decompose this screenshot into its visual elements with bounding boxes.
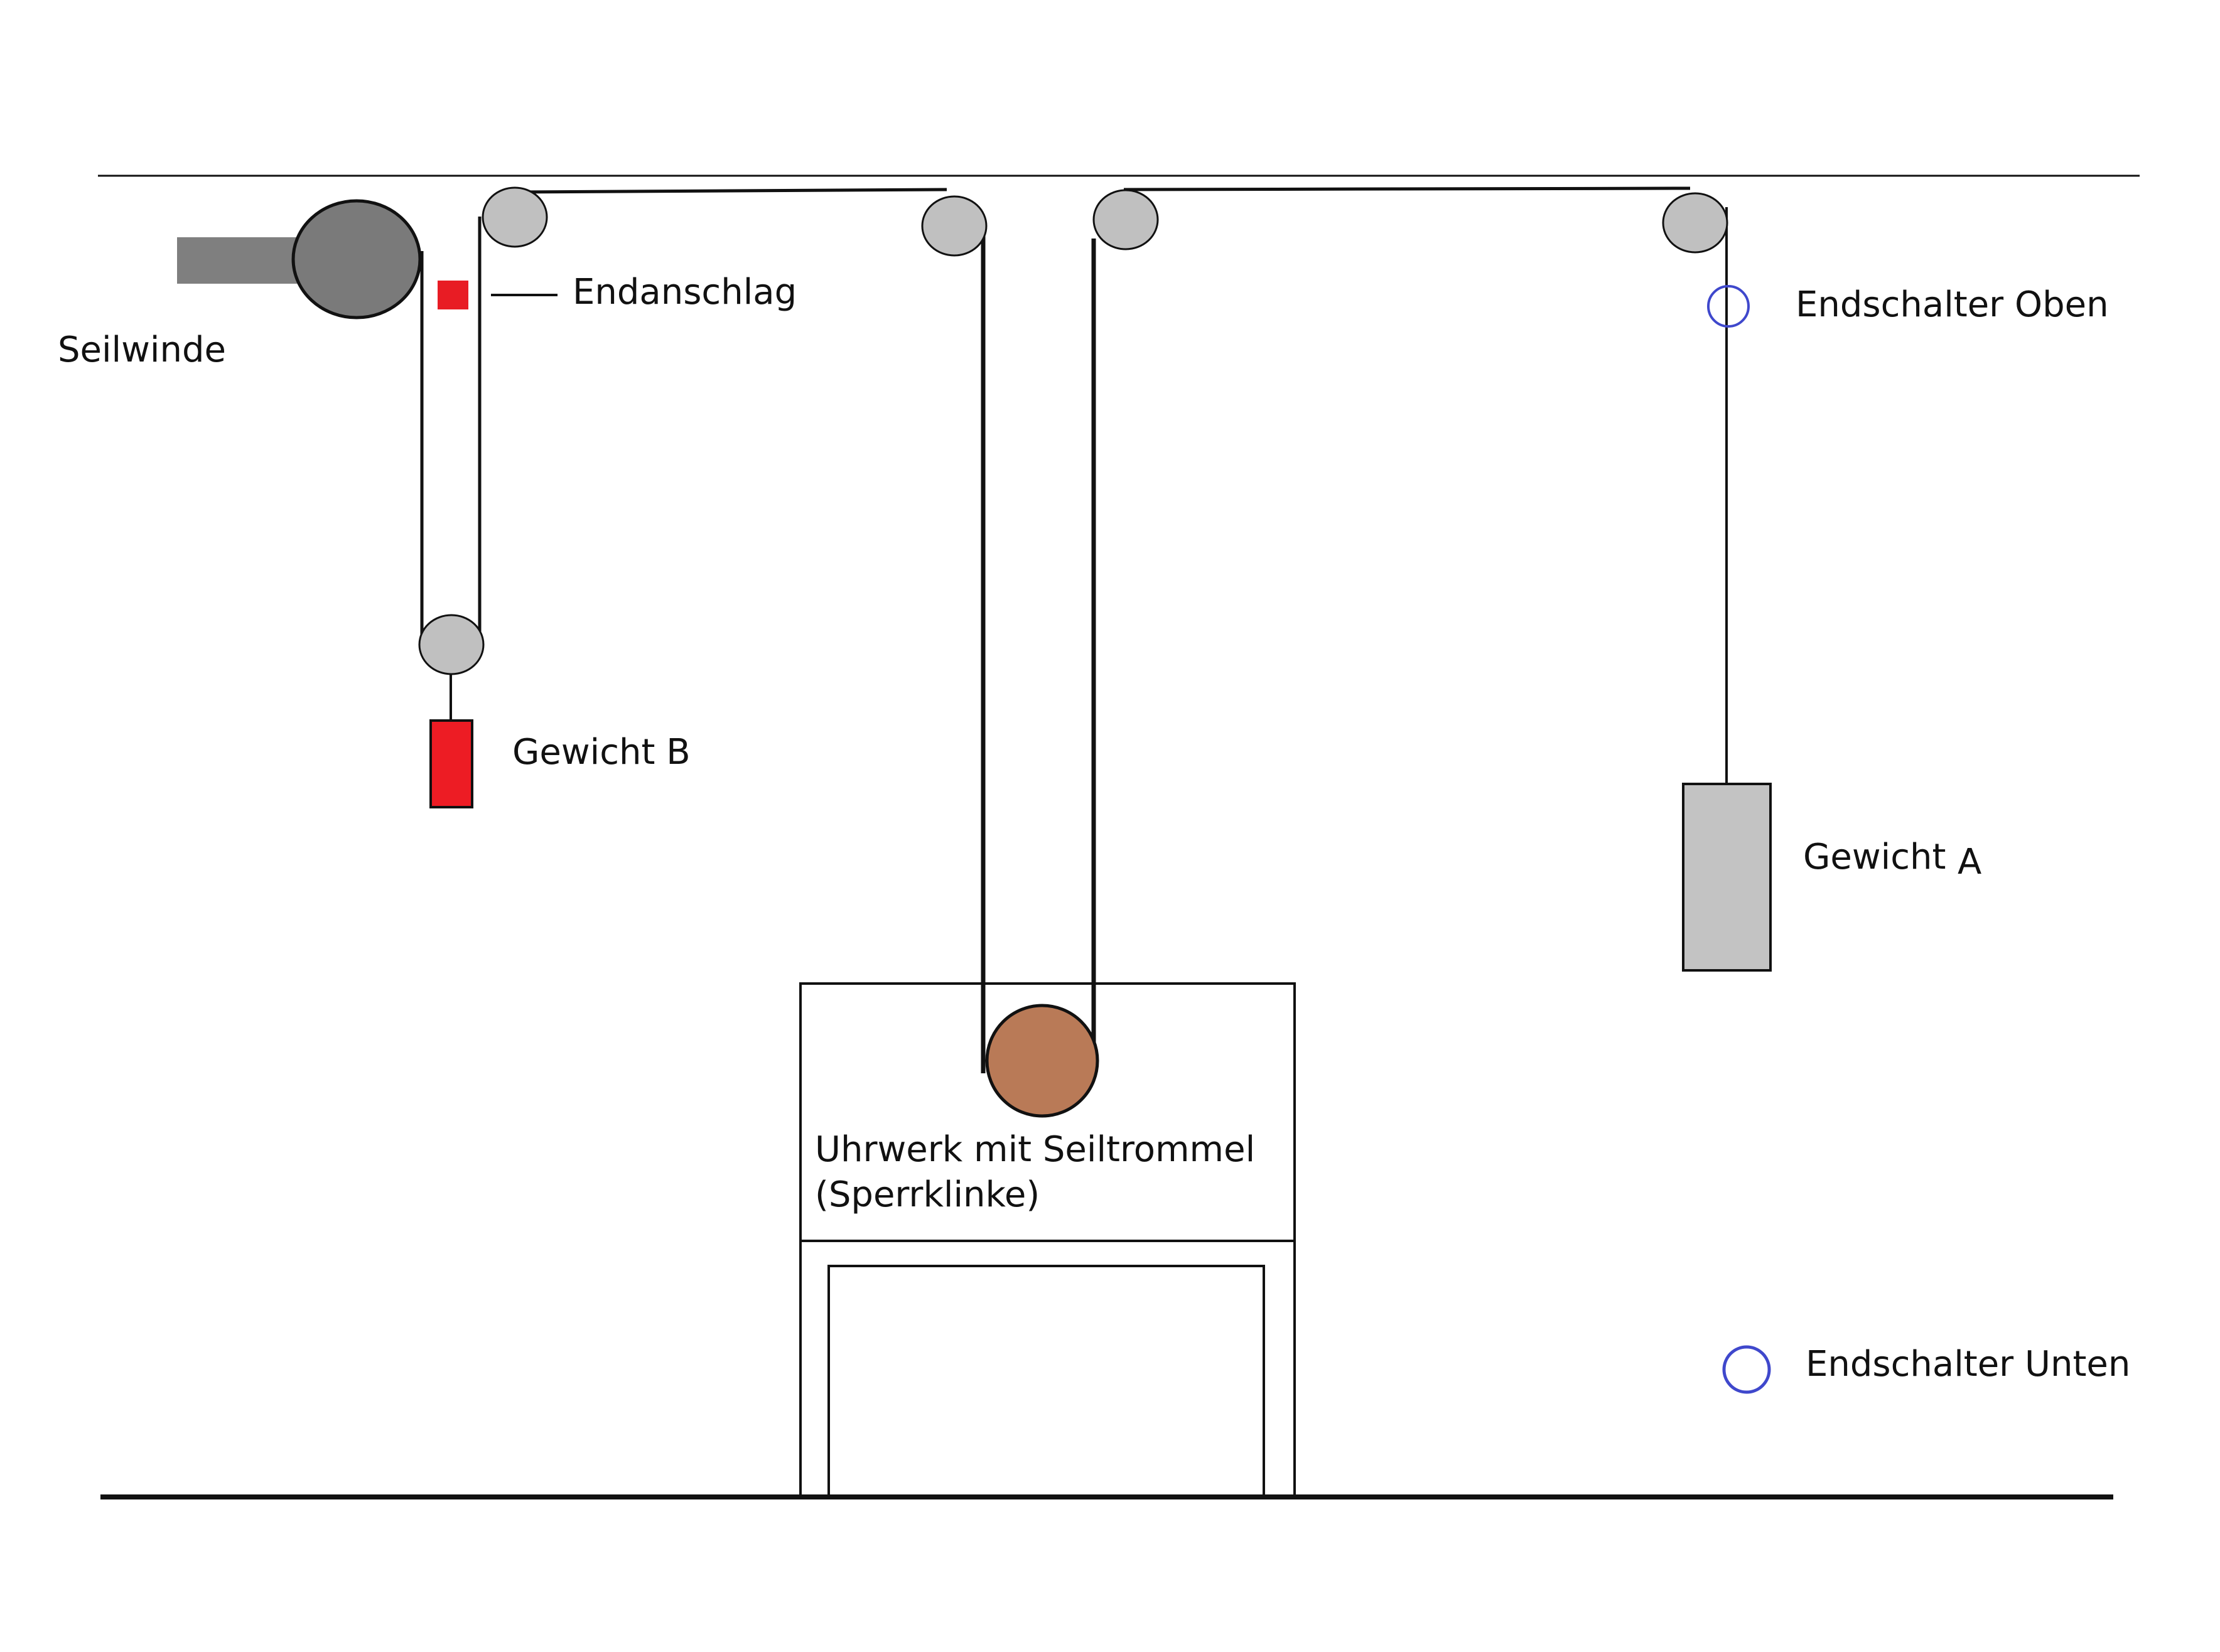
label-seilwinde: Seilwinde: [58, 330, 226, 370]
pulley-top-center-right: [1092, 189, 1159, 250]
pulley-loose: [418, 614, 485, 675]
rope-top-right: [1123, 186, 1691, 191]
pulley-top-center-left: [921, 195, 988, 257]
winch-drum: [291, 199, 422, 319]
label-endanschlag: Endanschlag: [573, 272, 797, 313]
label-clockwork-line1: Uhrwerk mit Seiltrommel: [815, 1129, 1256, 1170]
winch-shaft: [177, 237, 309, 284]
limit-switch-top: [1707, 285, 1750, 328]
end-stop-marker: [438, 281, 468, 309]
label-gewicht-a-letter: A: [1958, 842, 1982, 882]
clockwork-box: [799, 982, 1296, 1242]
weight-b: [429, 719, 473, 808]
pulley-top-left: [482, 186, 548, 248]
label-gewicht-a: Gewicht: [1803, 837, 1946, 877]
frame-inner: [827, 1265, 1265, 1497]
rope-top-left: [514, 188, 947, 194]
label-gewicht-b: Gewicht B: [512, 732, 691, 773]
label-clockwork-line2: (Sperrklinke): [815, 1174, 1040, 1215]
rope-drum: [985, 1004, 1099, 1118]
limit-switch-bottom: [1722, 1345, 1771, 1394]
weight-a: [1682, 783, 1772, 972]
label-endschalter-oben: Endschalter Oben: [1796, 284, 2109, 325]
pulley-top-right: [1662, 192, 1728, 254]
label-endschalter-unten: Endschalter Unten: [1806, 1344, 2131, 1385]
